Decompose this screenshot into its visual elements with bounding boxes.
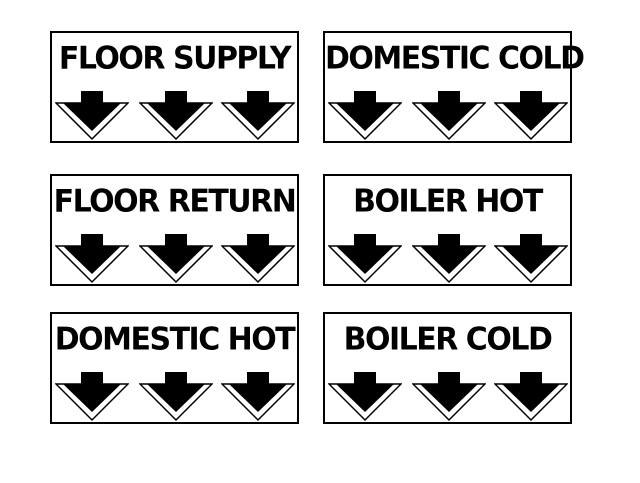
down-arrow-icon (494, 372, 568, 422)
label-title: BOILER HOT (353, 183, 543, 220)
down-arrow-icon (328, 91, 402, 141)
arrow-row (325, 234, 570, 284)
down-arrow-icon (328, 234, 402, 284)
down-arrow-icon (139, 372, 213, 422)
label-title: DOMESTIC HOT (54, 321, 296, 358)
down-arrow-icon (328, 372, 402, 422)
arrow-row (52, 91, 297, 141)
down-arrow-icon (221, 372, 295, 422)
down-arrow-icon (412, 234, 486, 284)
pipe-label-boiler-cold: BOILER COLD (323, 312, 572, 424)
down-arrow-icon (494, 91, 568, 141)
down-arrow-icon (221, 91, 295, 141)
pipe-label-floor-return: FLOOR RETURN (50, 174, 299, 286)
label-title: BOILER COLD (343, 321, 553, 358)
down-arrow-icon (55, 372, 129, 422)
arrow-row (325, 91, 570, 141)
pipe-label-domestic-hot: DOMESTIC HOT (50, 312, 299, 424)
arrow-row (325, 372, 570, 422)
down-arrow-icon (139, 91, 213, 141)
pipe-label-domestic-cold: DOMESTIC COLD (323, 31, 585, 143)
pipe-label-boiler-hot: BOILER HOT (323, 174, 572, 286)
arrow-row (52, 372, 297, 422)
label-title: FLOOR SUPPLY (58, 40, 292, 77)
pipe-label-floor-supply: FLOOR SUPPLY (50, 31, 299, 143)
label-title: FLOOR RETURN (53, 183, 297, 220)
down-arrow-icon (412, 372, 486, 422)
down-arrow-icon (139, 234, 213, 284)
down-arrow-icon (494, 234, 568, 284)
arrow-row (52, 234, 297, 284)
down-arrow-icon (412, 91, 486, 141)
down-arrow-icon (221, 234, 295, 284)
down-arrow-icon (55, 234, 129, 284)
down-arrow-icon (55, 91, 129, 141)
label-title: DOMESTIC COLD (325, 40, 585, 77)
